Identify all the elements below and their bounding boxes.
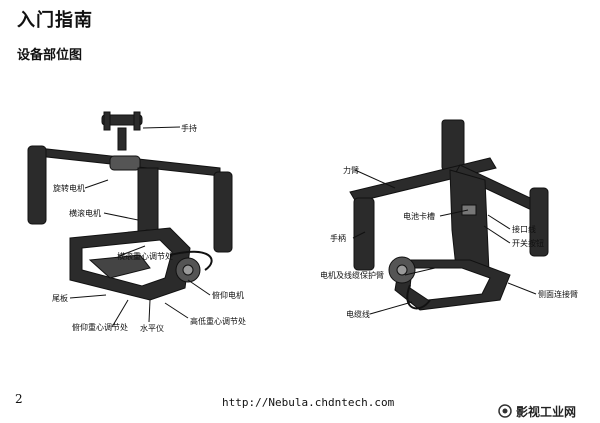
label-tilt-cg-adjust: 俯仰重心调节处 [72, 323, 128, 332]
label-tail-plate: 尾板 [52, 294, 68, 303]
label-roll-motor: 横滚电机 [69, 209, 101, 218]
left-gimbal-illustration [27, 111, 233, 301]
label-level: 水平仪 [140, 324, 164, 333]
label-side-connector-arm: 侧面连接臂 [538, 290, 578, 299]
label-cable-guard-arm: 电机及线缆保护臂 [320, 271, 384, 280]
label-battery-slot: 电池卡槽 [403, 212, 435, 221]
right-gimbal-illustration [349, 119, 549, 311]
page-number: 2 [15, 392, 23, 406]
watermark-text: 影视工业网 [516, 404, 577, 419]
label-yaw-motor: 旋转电机 [53, 184, 85, 193]
label-grip: 手柄 [330, 234, 346, 243]
label-tilt-motor: 俯仰电机 [212, 291, 244, 300]
label-handle: 手持 [181, 124, 197, 133]
page-title: 入门指南 [17, 10, 93, 31]
label-height-cg-adjust: 高低重心调节处 [190, 317, 246, 326]
label-power-button: 开关按钮 [512, 239, 544, 248]
label-arm: 力臂 [343, 166, 359, 175]
footer-url[interactable]: http://Nebula.chdntech.com [222, 396, 395, 409]
label-port-line: 接口线 [512, 225, 536, 234]
watermark-logo-icon [498, 404, 512, 418]
section-subtitle: 设备部位图 [17, 48, 83, 63]
watermark: 影视工业网 [498, 401, 590, 421]
label-roll-cg-adjust: 横滚重心调节处 [117, 252, 173, 261]
label-cable: 电缆线 [346, 310, 370, 319]
